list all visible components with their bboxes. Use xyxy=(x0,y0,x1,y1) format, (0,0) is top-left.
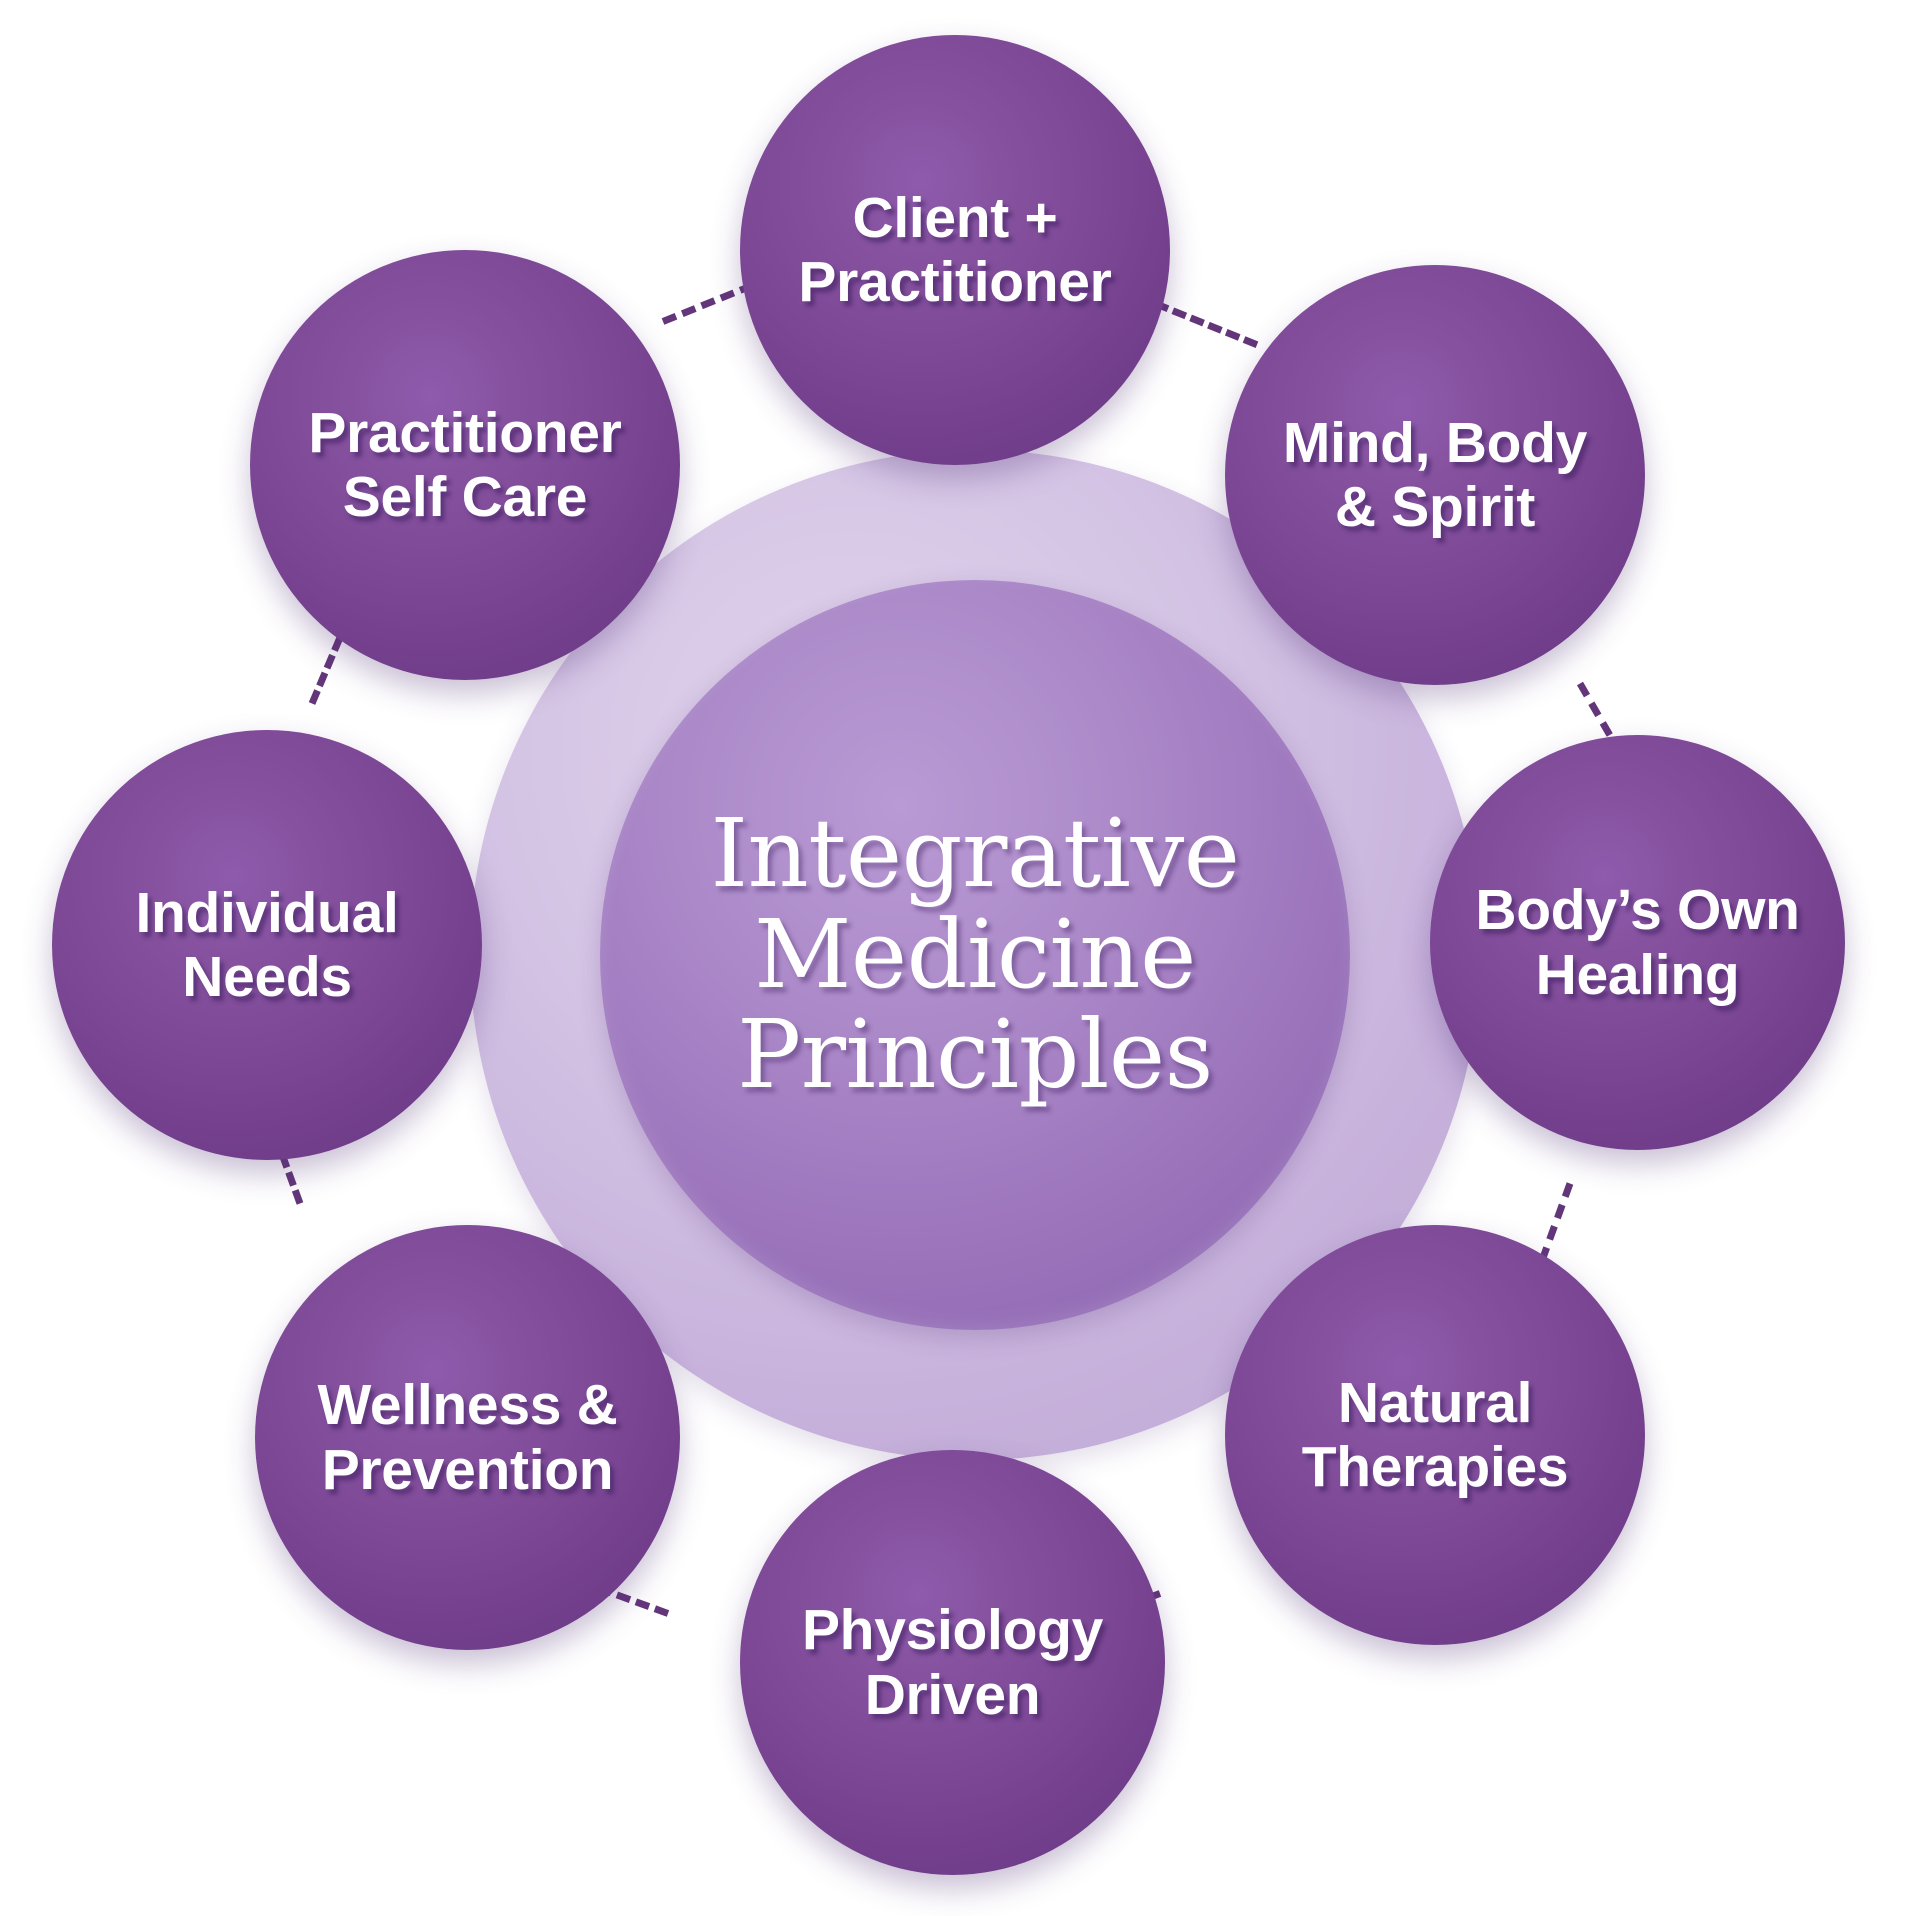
center-hub-label-line-2: Medicine xyxy=(754,899,1196,1010)
connector-client-to-mindbody xyxy=(1153,300,1259,348)
node-individual-needs[interactable]: Individual Needs xyxy=(52,730,482,1160)
center-hub: Integrative Medicine Principles xyxy=(600,580,1350,1330)
node-label-line-2: Driven xyxy=(864,1662,1041,1727)
node-label-line-1: Body’s Own xyxy=(1475,878,1800,943)
node-label-line-2: Practitioner xyxy=(798,250,1112,314)
node-individual-needs-label: Individual Needs xyxy=(121,881,412,1010)
node-mind-body-spirit[interactable]: Mind, Body & Spirit xyxy=(1225,265,1645,685)
center-hub-label-line-1: Integrative xyxy=(710,798,1240,909)
node-label-line-2: Healing xyxy=(1535,942,1740,1007)
node-practitioner-self-care[interactable]: Practitioner Self Care xyxy=(250,250,680,680)
center-hub-label-line-3: Principles xyxy=(737,1000,1213,1111)
node-label-line-1: Client + xyxy=(852,185,1058,250)
node-physiology-driven[interactable]: Physiology Driven xyxy=(740,1450,1165,1875)
node-client-practitioner[interactable]: Client + Practitioner xyxy=(740,35,1170,465)
node-natural-therapies[interactable]: Natural Therapies xyxy=(1225,1225,1645,1645)
node-practitioner-self-care-label: Practitioner Self Care xyxy=(294,401,635,530)
node-label-line-2: Therapies xyxy=(1301,1435,1569,1499)
node-wellness-prevention[interactable]: Wellness & Prevention xyxy=(255,1225,680,1650)
node-label-line-2: Self Care xyxy=(342,465,588,529)
node-physiology-driven-label: Physiology Driven xyxy=(788,1598,1117,1727)
node-client-practitioner-label: Client + Practitioner xyxy=(784,186,1125,315)
node-label-line-1: Mind, Body xyxy=(1282,410,1588,475)
center-hub-label: Integrative Medicine Principles xyxy=(691,804,1260,1106)
node-label-line-1: Wellness & xyxy=(317,1373,618,1438)
node-label-line-1: Practitioner xyxy=(308,400,622,465)
node-wellness-prevention-label: Wellness & Prevention xyxy=(303,1373,631,1502)
node-mind-body-spirit-label: Mind, Body & Spirit xyxy=(1269,411,1601,540)
node-label-line-2: Needs xyxy=(182,945,352,1009)
node-label-line-1: Individual xyxy=(135,880,399,945)
node-label-line-1: Physiology xyxy=(801,1598,1104,1663)
node-label-line-2: Prevention xyxy=(321,1437,614,1502)
node-bodys-own-healing-label: Body’s Own Healing xyxy=(1461,878,1813,1007)
node-label-line-1: Natural xyxy=(1337,1370,1533,1435)
node-natural-therapies-label: Natural Therapies xyxy=(1288,1371,1583,1500)
node-bodys-own-healing[interactable]: Body’s Own Healing xyxy=(1430,735,1845,1150)
node-label-line-2: & Spirit xyxy=(1334,475,1536,539)
